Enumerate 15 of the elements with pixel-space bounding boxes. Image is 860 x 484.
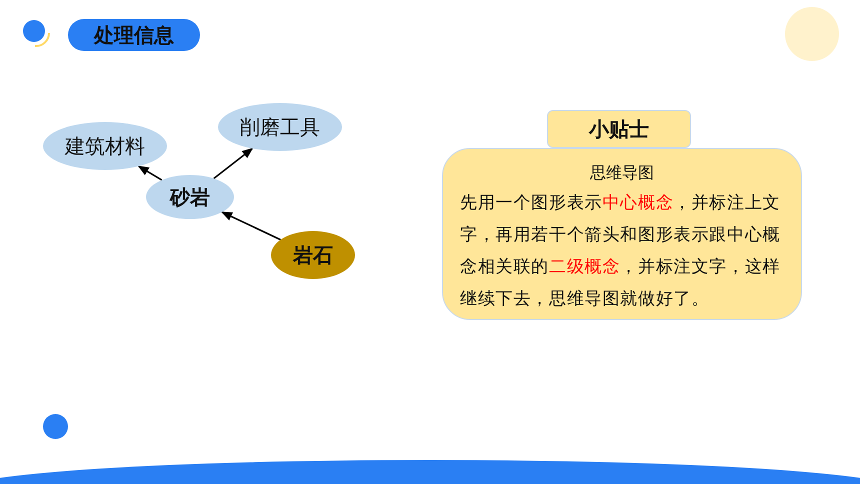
concept-label: 建筑材料 [65,133,145,160]
tip-card [442,148,802,320]
concept-ellipse [271,231,355,279]
concept-label: 岩石 [293,242,333,269]
arrow [221,211,281,240]
concept-label: 削磨工具 [240,114,320,141]
arrow [138,165,162,181]
card-paragraph: 先用一个图形表示中心概念，并标注上文字，再用若干个箭头和图形表示跟中心概念相关联的二级概念，并标注文字，这样继续下去，思维导图就做好了。 [460,192,782,311]
title-pill: 处理信息 [68,19,200,51]
concept-label: 砂岩 [170,184,210,211]
tip-tab [547,110,691,148]
card-subtitle: 思维导图 [590,162,654,184]
tip-heading: 小贴士 [589,116,649,143]
arrow [213,148,254,180]
concept-ellipse [146,175,234,219]
